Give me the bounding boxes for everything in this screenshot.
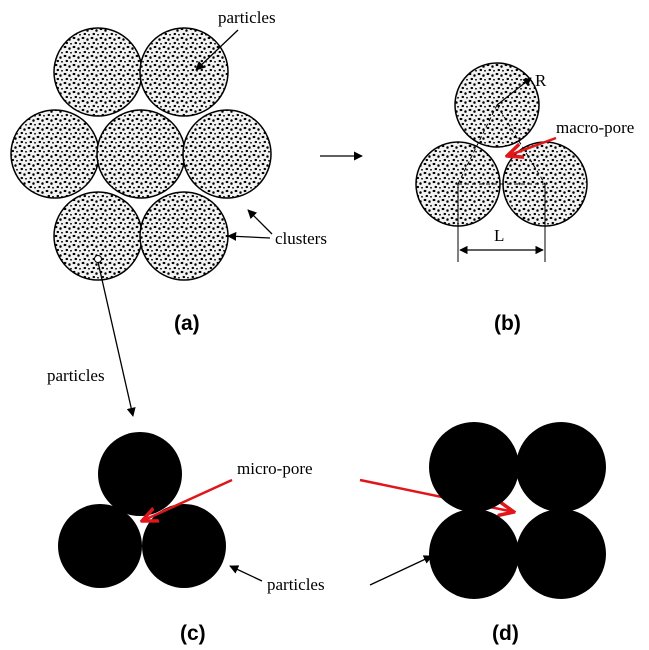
label-R: R <box>535 71 547 90</box>
particle-circle <box>142 504 226 588</box>
radius-line <box>496 77 532 106</box>
panel-c-micro-pore <box>58 432 226 588</box>
panel-a-clusters <box>10 27 272 281</box>
label-macro-pore: macro-pore <box>556 118 634 137</box>
particle-circle <box>58 504 142 588</box>
particle-circle <box>516 422 606 512</box>
cluster-circle <box>96 109 186 199</box>
cluster-circle <box>10 109 100 199</box>
particle-circle <box>429 422 519 512</box>
panel-b-macro-pore <box>415 62 588 262</box>
panel-d-square-packing <box>429 422 606 599</box>
cluster-circle <box>53 27 143 117</box>
caption-c: (c) <box>180 622 206 645</box>
label-L: L <box>494 226 504 245</box>
cluster-circle <box>139 27 229 117</box>
label-particles-top: particles <box>218 8 276 27</box>
arrow-macro-pore <box>507 136 557 156</box>
label-clusters: clusters <box>275 229 327 248</box>
center-triangle <box>457 104 546 185</box>
zoom-origin-marker <box>94 255 102 263</box>
arrow-clusters-lower <box>227 231 271 241</box>
particle-circle <box>429 509 519 599</box>
label-particles-left: particles <box>47 366 105 385</box>
caption-d: (d) <box>492 622 519 645</box>
caption-b: (b) <box>494 312 521 335</box>
arrow-particles-d <box>369 555 433 586</box>
cluster-circle <box>182 109 272 199</box>
caption-a: (a) <box>174 312 200 335</box>
cluster-circle <box>139 191 229 281</box>
arrow-zoom-to-particles <box>97 261 136 417</box>
label-particles-bottom: particles <box>267 575 325 594</box>
arrow-micro-pore-c <box>142 478 233 521</box>
particle-circle <box>98 432 182 516</box>
arrow-particles-top <box>195 29 239 71</box>
arrow-particles-c <box>229 565 263 582</box>
particle-circle <box>516 509 606 599</box>
cluster-circle <box>53 191 143 281</box>
label-micro-pore: micro-pore <box>237 459 313 478</box>
arrow-clusters-upper <box>247 209 273 235</box>
